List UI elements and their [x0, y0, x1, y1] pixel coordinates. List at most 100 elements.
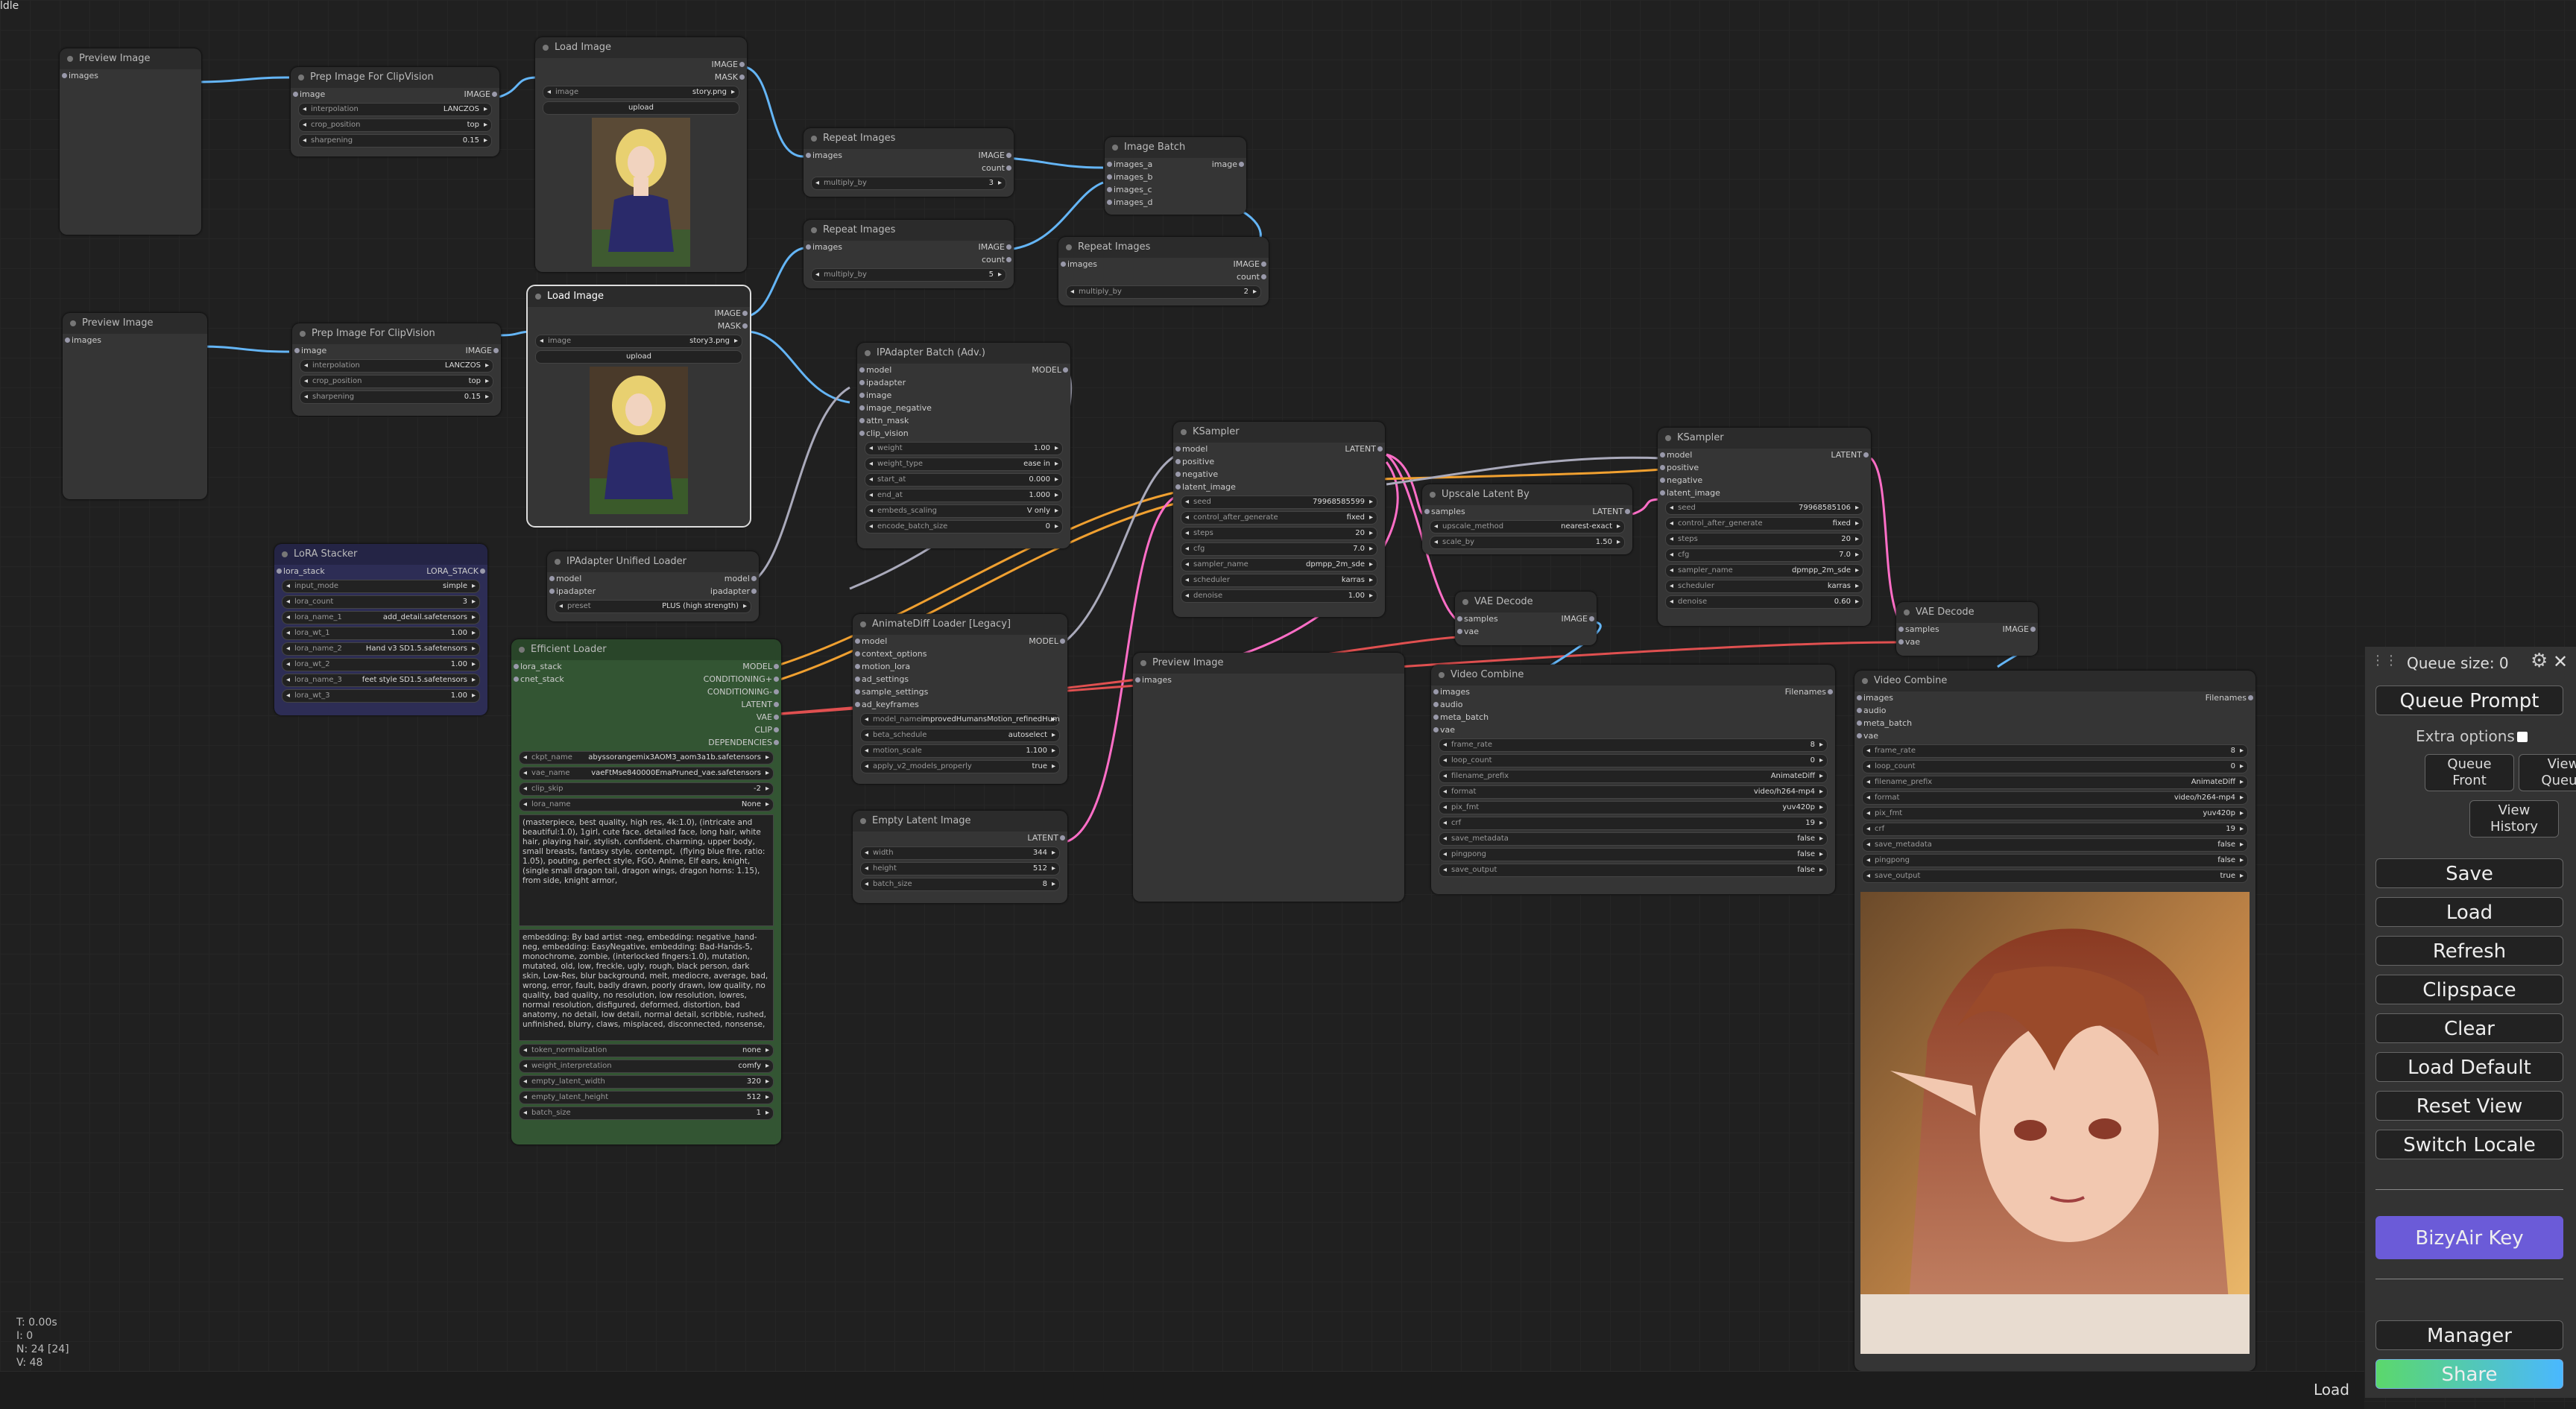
node-title[interactable]: Repeat Images: [1058, 237, 1269, 258]
queue-front-button-2[interactable]: Queue Front: [2425, 754, 2514, 791]
input-slot[interactable]: cnet_stack: [520, 674, 564, 684]
input-slot[interactable]: samples: [1905, 624, 1939, 634]
node-title[interactable]: Preview Image: [63, 313, 207, 334]
switch-locale-button[interactable]: Switch Locale: [2375, 1130, 2563, 1159]
input-slot[interactable]: positive: [1182, 457, 1215, 466]
output-slot[interactable]: LATENT: [1027, 833, 1058, 843]
share-button[interactable]: Share: [2375, 1359, 2563, 1389]
widget[interactable]: multiply_by3: [811, 177, 1006, 190]
input-slot[interactable]: sample_settings: [862, 687, 929, 697]
widget[interactable]: scale_by1.50: [1430, 536, 1625, 549]
output-slot[interactable]: LATENT: [1831, 450, 1862, 460]
node-title[interactable]: KSampler: [1658, 428, 1871, 449]
view-history-button[interactable]: View History: [2469, 800, 2559, 838]
output-slot[interactable]: IMAGE: [711, 60, 738, 69]
input-slot[interactable]: latent_image: [1182, 482, 1236, 492]
node-title[interactable]: IPAdapter Batch (Adv.): [857, 343, 1070, 364]
view-queue-button[interactable]: View Queue: [2519, 754, 2576, 791]
node-title[interactable]: Empty Latent Image: [853, 811, 1067, 832]
node-title[interactable]: Prep Image For ClipVision: [291, 67, 499, 88]
input-slot[interactable]: samples: [1431, 507, 1465, 516]
manager-button[interactable]: Manager: [2375, 1320, 2563, 1350]
input-slot[interactable]: vae: [1440, 725, 1456, 735]
node-title[interactable]: Video Combine: [1854, 671, 2255, 691]
input-slot[interactable]: images: [812, 151, 842, 160]
input-slot[interactable]: model: [862, 636, 888, 646]
input-slot[interactable]: clip_vision: [866, 428, 909, 438]
output-slot[interactable]: DEPENDENCIES: [708, 738, 772, 747]
input-slot[interactable]: images: [1067, 259, 1097, 269]
widget[interactable]: start_at0.000: [865, 473, 1063, 487]
input-slot[interactable]: lora_stack: [283, 566, 325, 576]
preview-image-node[interactable]: Preview Image images: [60, 48, 201, 235]
node-title[interactable]: Repeat Images: [804, 220, 1014, 241]
output-slot[interactable]: IMAGE: [978, 151, 1005, 160]
output-slot[interactable]: MODEL: [1029, 636, 1058, 646]
input-slot[interactable]: vae: [1464, 627, 1480, 636]
input-slot[interactable]: attn_mask: [866, 416, 909, 425]
load-button[interactable]: Load: [2375, 897, 2563, 927]
input-slot[interactable]: samples: [1464, 614, 1498, 624]
node-title[interactable]: Image Batch: [1105, 137, 1246, 158]
input-slot[interactable]: meta_batch: [1440, 712, 1489, 722]
node-title[interactable]: VAE Decode: [1896, 602, 2038, 623]
input-slot[interactable]: images_b: [1114, 172, 1153, 182]
gear-icon[interactable]: ⚙: [2531, 650, 2548, 672]
negative-prompt-textarea[interactable]: embedding: By bad artist -neg, embedding…: [519, 929, 774, 1041]
node-title[interactable]: KSampler: [1173, 422, 1385, 443]
output-slot[interactable]: IMAGE: [714, 308, 741, 318]
output-slot[interactable]: IMAGE: [1561, 614, 1588, 624]
widget[interactable]: lora_wt_21.00: [282, 658, 480, 671]
input-slot[interactable]: ad_keyframes: [862, 700, 919, 709]
node-title[interactable]: LoRA Stacker: [274, 544, 487, 565]
input-slot[interactable]: images: [69, 71, 98, 80]
input-slot[interactable]: images_c: [1114, 185, 1152, 194]
output-slot[interactable]: CONDITIONING-: [707, 687, 772, 697]
output-slot[interactable]: MODEL: [742, 662, 772, 671]
node-title[interactable]: Prep Image For ClipVision: [292, 323, 501, 344]
output-slot[interactable]: IMAGE: [2002, 624, 2029, 634]
output-slot[interactable]: image: [1211, 159, 1237, 169]
preview-image-node[interactable]: Preview Image images: [1133, 653, 1404, 902]
node-title[interactable]: Efficient Loader: [511, 639, 781, 660]
widget[interactable]: lora_wt_11.00: [282, 627, 480, 640]
close-icon[interactable]: ✕: [2553, 651, 2569, 672]
output-slot[interactable]: IMAGE: [978, 242, 1005, 252]
